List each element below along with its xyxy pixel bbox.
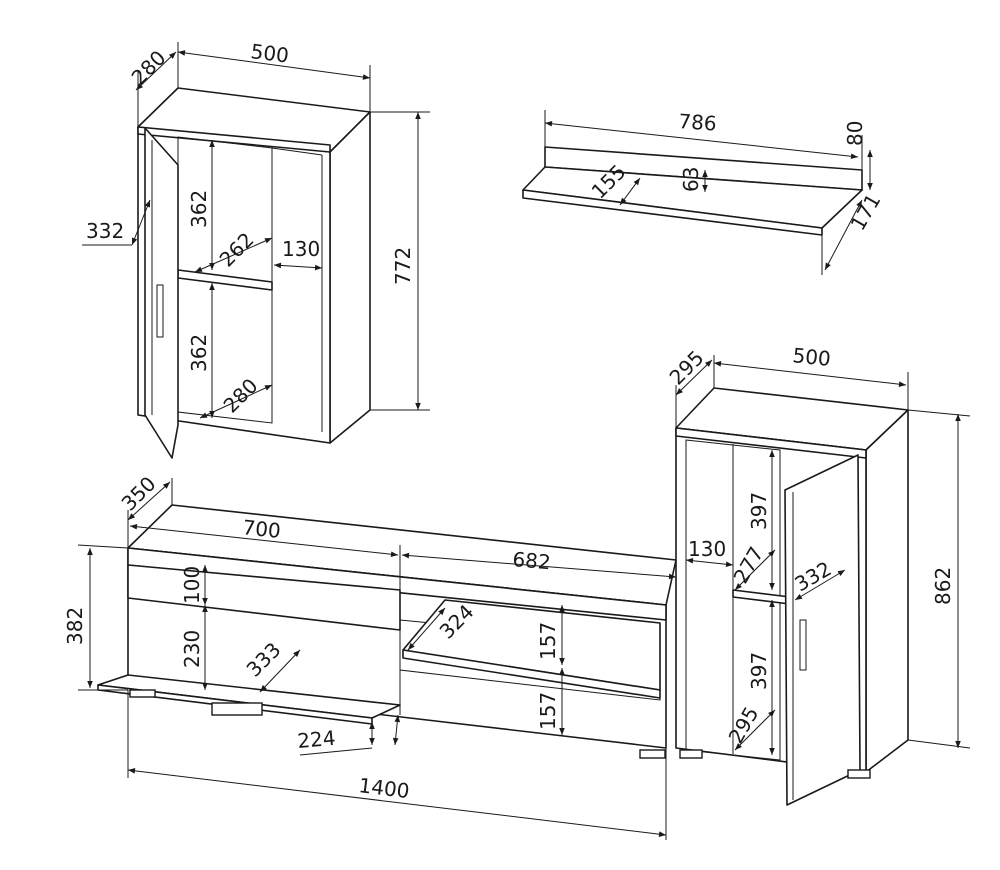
wall-cabinet-side-width: 130 [282,237,320,261]
tv-unit-drawer: 100 [180,566,204,604]
door-handle [156,284,164,338]
wall-cabinet-shelf-upper: 362 [187,190,211,228]
tall-cabinet-shelf-upper: 397 [747,492,771,530]
open-door [784,454,861,806]
wall-shelf-width: 786 [678,109,718,136]
tall-cabinet [675,355,971,806]
tall-cabinet-shelf-lower: 397 [747,652,771,690]
tv-unit-shelf-upper: 157 [536,622,560,660]
tv-unit-flap-offset: 224 [296,726,336,753]
door-handle [799,619,807,671]
tv-unit-depth: 350 [117,472,161,516]
wall-cabinet-height: 772 [391,247,415,285]
wall-shelf-inner-height: 63 [679,167,703,192]
wall-shelf-height: 80 [843,121,867,146]
wall-cabinet-shelf-lower: 362 [187,334,211,372]
wall-shelf [522,110,873,275]
tv-unit-height: 382 [63,607,87,645]
wall-cabinet-door: 332 [86,219,124,243]
tall-cabinet-width: 500 [791,343,831,371]
tv-unit-flap: 230 [180,630,204,668]
tv-unit-left-width: 700 [241,515,281,543]
tv-unit-shelf-lower: 157 [536,692,560,730]
tv-unit [77,478,677,840]
wall-cabinet-width: 500 [249,39,290,67]
tall-cabinet-height: 862 [931,567,955,605]
wall-cabinet [82,42,430,459]
tall-cabinet-side-width: 130 [688,537,726,561]
tall-cabinet-depth: 295 [665,346,709,390]
wall-cabinet-depth: 280 [127,46,171,90]
open-door [144,127,179,459]
tv-unit-right-width: 682 [512,547,552,574]
